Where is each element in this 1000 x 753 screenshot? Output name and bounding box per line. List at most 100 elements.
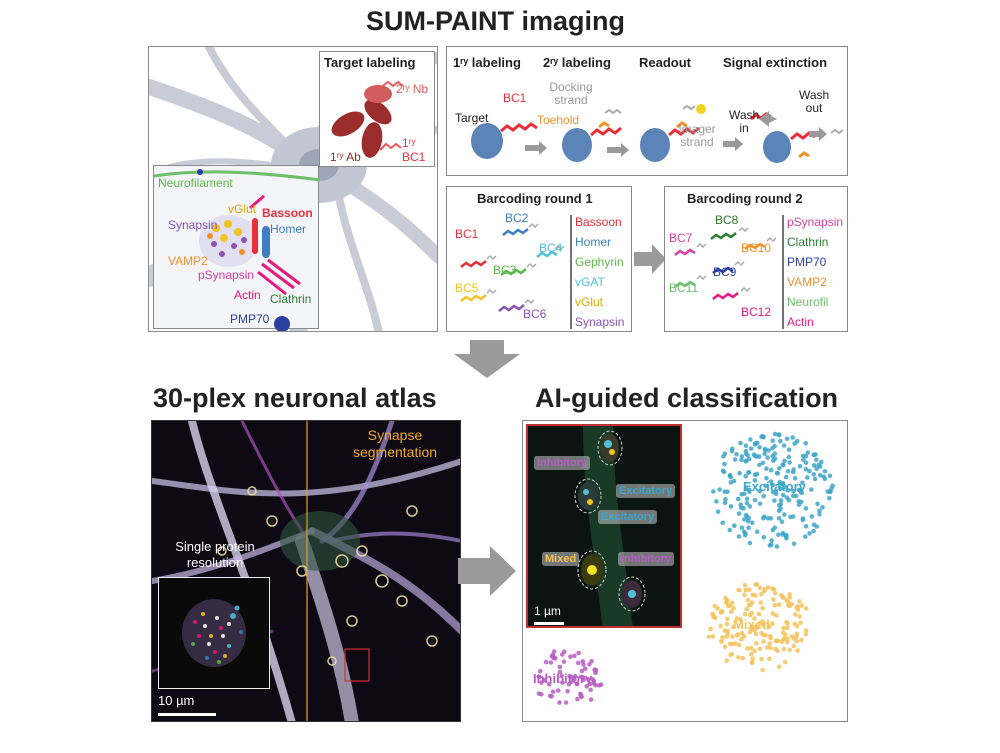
excitatory-point (801, 457, 806, 462)
imager-strand-label: Imager strand (678, 122, 716, 149)
excitatory-point (817, 472, 823, 478)
mixed-point (775, 648, 780, 654)
excitatory-point (783, 474, 789, 480)
inhibitory-point (596, 683, 602, 688)
mixed-point (762, 587, 768, 592)
excitatory-point (732, 523, 737, 528)
excitatory-point (777, 466, 782, 471)
excitatory-point (797, 464, 803, 469)
excitatory-point (732, 457, 738, 462)
excitatory-point (757, 501, 763, 506)
step-2ry-labeling: 2ʳʸ labeling (543, 55, 611, 70)
mixed-point (747, 612, 753, 618)
mixed-point (749, 645, 754, 651)
excitatory-point (717, 487, 722, 492)
mixed-point (736, 655, 741, 660)
bc9-label: BC9 (713, 265, 737, 279)
pmp70-label: PMP70 (230, 312, 270, 326)
psynapsin-label: pSynapsin (198, 268, 255, 282)
round-arrow (634, 244, 666, 274)
inhibitory-point (557, 700, 562, 705)
mixed-point (781, 625, 786, 631)
excitatory-point (743, 449, 749, 454)
excitatory-point (813, 457, 819, 463)
mixed-point (759, 591, 764, 597)
atlas-image: Synapse segmentation Single protein reso… (151, 420, 461, 722)
mixed-point (756, 611, 762, 617)
excitatory-point (790, 514, 796, 519)
excitatory-point (778, 438, 783, 444)
mixed-point (761, 622, 767, 628)
mixed-point (771, 597, 776, 602)
mixed-point (760, 667, 765, 673)
mixed-point (729, 600, 735, 606)
mixed-point (742, 611, 748, 617)
nb-label: 2ʳʸ Nb (396, 82, 429, 96)
excitatory-point (723, 496, 728, 502)
excitatory-point (761, 534, 767, 540)
excitatory-point (792, 441, 797, 446)
excitatory-point (780, 532, 786, 537)
inhibitory-point (559, 673, 564, 678)
excitatory-point (814, 466, 819, 471)
inhibitory-point (588, 697, 594, 702)
excitatory-point (752, 497, 758, 503)
title-sum-paint: SUM-PAINT imaging (366, 6, 625, 36)
inhibitory-point (551, 655, 557, 661)
mixed-point (759, 656, 764, 662)
excitatory-point (811, 463, 817, 468)
single-protein-inset (158, 577, 270, 689)
excitatory-point (752, 478, 758, 483)
mixed-point (720, 635, 725, 640)
mixed-point (770, 621, 775, 626)
down-arrow (454, 340, 520, 378)
bc8-label: BC8 (715, 213, 739, 227)
excitatory-point (827, 495, 832, 501)
excitatory-point (749, 520, 755, 525)
inhibitory-point (576, 660, 581, 666)
excitatory-point (781, 492, 786, 498)
excitatory-point (722, 500, 728, 506)
round1-title: Barcoding round 1 (477, 191, 593, 206)
mixed-point (757, 585, 763, 591)
mixed-point (745, 646, 750, 651)
excitatory-point (787, 460, 792, 465)
excitatory-point (748, 437, 753, 442)
bc3-label: BC3 (493, 263, 517, 277)
round1-target-gephyrin: Gephyrin (575, 255, 624, 269)
round2-title: Barcoding round 2 (687, 191, 803, 206)
inset-scale-bar (534, 622, 564, 625)
excitatory-point (722, 451, 728, 457)
excitatory-point (768, 479, 774, 484)
inhibitory-point (574, 681, 580, 686)
bc-label-bottom: BC1 (402, 150, 426, 164)
excitatory-point (792, 476, 798, 481)
bassoon-label: Bassoon (262, 206, 313, 220)
bc2-label: BC2 (505, 211, 529, 225)
inhibitory-point (543, 659, 549, 665)
excitatory-point (760, 434, 765, 439)
mixed-point (728, 609, 734, 614)
excitatory-point (720, 468, 726, 473)
excitatory-point (778, 486, 783, 491)
round1-target-synapsin: Synapsin (575, 315, 625, 329)
excitatory-point (803, 441, 808, 446)
excitatory-point (760, 460, 766, 466)
excitatory-point (782, 484, 788, 490)
round1-target-bassoon: Bassoon (575, 215, 622, 229)
excitatory-point (803, 460, 809, 465)
title-classification: AI-guided classification (535, 383, 839, 413)
excitatory-point (747, 504, 753, 509)
excitatory-point (762, 451, 767, 456)
classification-inset: Inhibitory Excitatory Excitatory Mixed I… (526, 424, 682, 628)
bc5-label: BC5 (455, 281, 479, 295)
excitatory-point (769, 538, 774, 543)
mixed-point (767, 641, 772, 646)
mixed-point (766, 624, 772, 629)
target-labeling-inset: Target labeling 2ʳʸ Nb 1ʳʸ Ab 1ʳʸ BC1 (319, 51, 435, 167)
inhibitory-point (560, 680, 565, 685)
title-atlas: 30-plex neuronal atlas (153, 383, 437, 413)
bc1-workflow-label: BC1 (503, 91, 527, 105)
mixed-point (757, 646, 763, 652)
excitatory-point (803, 534, 808, 539)
